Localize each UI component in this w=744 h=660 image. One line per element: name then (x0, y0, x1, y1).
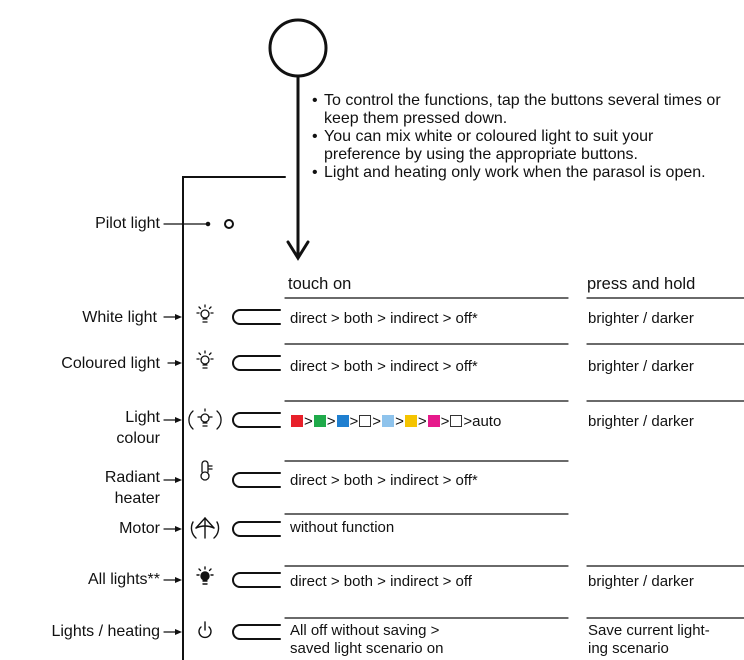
press-hold-header: press and hold (587, 275, 696, 293)
swatch-white-2 (450, 415, 463, 427)
button-shape-all-lights (232, 572, 281, 588)
swatch-red (291, 415, 303, 427)
control-knob-circle (268, 18, 328, 78)
white-light-label: White light (82, 309, 157, 326)
button-shape-heater (232, 472, 281, 488)
light-colour-icon (188, 408, 222, 430)
radiant-heater-touch: direct > both > indirect > off* (290, 472, 478, 489)
swatch-white (359, 415, 372, 427)
thermometer-icon (200, 460, 213, 481)
power-icon (198, 621, 212, 639)
instruction-bullets: •To control the functions, tap the butto… (312, 92, 732, 182)
button-shape-motor (232, 521, 281, 537)
white-light-hold: brighter / darker (588, 310, 694, 327)
button-shape-coloured (232, 355, 281, 371)
button-shape-colour (232, 412, 281, 428)
light-colour-label-2: colour (116, 430, 160, 447)
light-colour-hold: brighter / darker (588, 413, 694, 430)
lights-heating-touch-1: All off without saving > (290, 622, 440, 639)
button-shape-power (232, 624, 281, 640)
sequence-auto: auto (472, 413, 502, 430)
swatch-blue (336, 415, 349, 427)
all-lights-hold: brighter / darker (588, 573, 694, 590)
touch-on-header: touch on (288, 275, 352, 293)
light-colour-label: Light (125, 409, 160, 426)
bullet-item: •Light and heating only work when the pa… (312, 164, 706, 181)
motor-label: Motor (119, 520, 160, 537)
coloured-light-icon (196, 350, 214, 369)
all-lights-icon (196, 566, 214, 585)
swatch-magenta (427, 415, 440, 427)
lights-heating-label: Lights / heating (51, 623, 160, 640)
lights-heating-hold-2: ing scenario (588, 640, 669, 657)
all-lights-label: All lights** (87, 571, 160, 588)
pilot-light-indicator (224, 219, 234, 229)
button-shape-white (232, 309, 281, 325)
coloured-light-label: Coloured light (61, 355, 160, 372)
swatch-light-blue (382, 415, 395, 427)
radiant-heater-label: Radiant (104, 469, 160, 486)
coloured-light-hold: brighter / darker (588, 358, 694, 375)
white-light-touch: direct > both > indirect > off* (290, 310, 478, 327)
swatch-yellow (404, 415, 417, 427)
coloured-light-touch: direct > both > indirect > off* (290, 358, 478, 375)
down-arrow-head (286, 240, 310, 261)
radiant-heater-label-2: heater (114, 490, 160, 507)
motor-touch: without function (290, 519, 395, 536)
lights-heating-touch-2: saved light scenario on (290, 640, 444, 657)
pilot-light-label: Pilot light (95, 215, 160, 232)
swatch-green (313, 415, 326, 427)
parasol-motor-icon (190, 516, 220, 539)
all-lights-touch: direct > both > indirect > off (290, 573, 472, 590)
white-light-icon (196, 304, 214, 323)
colour-sequence: >>>>>>>>auto (290, 413, 501, 430)
remote-outline (182, 176, 286, 660)
bullet-item: •You can mix white or coloured light to … (312, 128, 654, 163)
bullet-item: •To control the functions, tap the butto… (312, 92, 721, 127)
lights-heating-hold-1: Save current light- (588, 622, 710, 639)
